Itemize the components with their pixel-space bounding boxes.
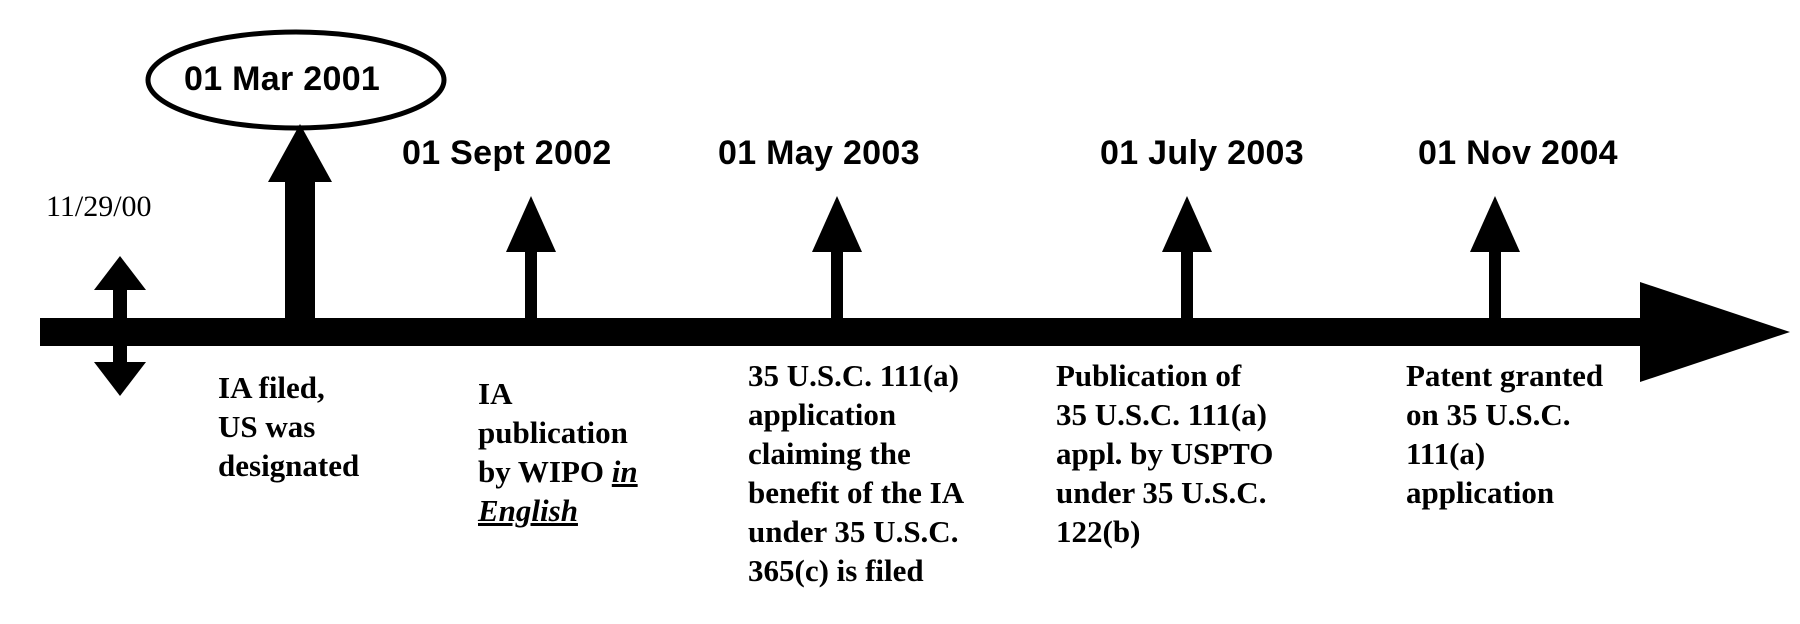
event-description-3: 35 U.S.C. 111(a) application claiming th… (748, 356, 964, 590)
event-description-line: appl. by USPTO (1056, 436, 1274, 471)
event-description-line: Publication of (1056, 358, 1242, 393)
event-description-5: Patent granted on 35 U.S.C. 111(a) appli… (1406, 356, 1603, 512)
emphasis-text: English (478, 493, 578, 528)
event-marker-4-arrow (1162, 196, 1212, 320)
event-date-1: 01 Mar 2001 (184, 60, 381, 98)
event-marker-5-arrow (1470, 196, 1520, 320)
event-description-line: Patent granted (1406, 358, 1604, 393)
event-description-line: 35 U.S.C. 111(a) (748, 358, 959, 393)
event-marker-1-thick-arrow (268, 124, 332, 320)
emphasis-text: in (611, 454, 638, 489)
event-description-line: under 35 U.S.C. (748, 514, 959, 549)
event-description-line: claiming the (748, 436, 911, 471)
event-description-line: IA filed, (218, 370, 325, 405)
event-date-3: 01 May 2003 (718, 134, 920, 172)
event-description-text: by WIPO (478, 454, 612, 489)
event-description-4: Publication of 35 U.S.C. 111(a) appl. by… (1056, 356, 1273, 551)
event-date-4: 01 July 2003 (1100, 134, 1304, 172)
timeline-arrowhead (1640, 282, 1790, 382)
event-date-2: 01 Sept 2002 (402, 134, 612, 172)
event-description-line: 111(a) (1406, 436, 1486, 471)
event-description-line: application (748, 397, 897, 432)
event-description-2: IA publication by WIPO in English (478, 374, 638, 530)
start-date-label: 11/29/00 (46, 190, 152, 223)
event-description-line: designated (218, 448, 360, 483)
event-description-line: US was (218, 409, 316, 444)
event-marker-3-arrow (812, 196, 862, 320)
event-description-line: publication (478, 415, 628, 450)
date-highlight-ellipse (145, 29, 447, 131)
event-description-line: 35 U.S.C. 111(a) (1056, 397, 1267, 432)
event-description-line: 122(b) (1056, 514, 1141, 549)
timeline-axis (40, 318, 1660, 346)
event-marker-2-arrow (506, 196, 556, 320)
start-marker-double-arrow (94, 256, 146, 396)
event-description-line: under 35 U.S.C. (1056, 475, 1267, 510)
event-description-line: 365(c) is filed (748, 553, 924, 588)
event-description-line: by WIPO in (478, 452, 638, 491)
event-description-line: IA (478, 376, 513, 411)
event-description-1: IA filed, US was designated (218, 368, 359, 485)
event-description-line: application (1406, 475, 1555, 510)
event-description-line: on 35 U.S.C. (1406, 397, 1571, 432)
event-description-line: benefit of the IA (748, 475, 965, 510)
event-date-5: 01 Nov 2004 (1418, 134, 1618, 172)
